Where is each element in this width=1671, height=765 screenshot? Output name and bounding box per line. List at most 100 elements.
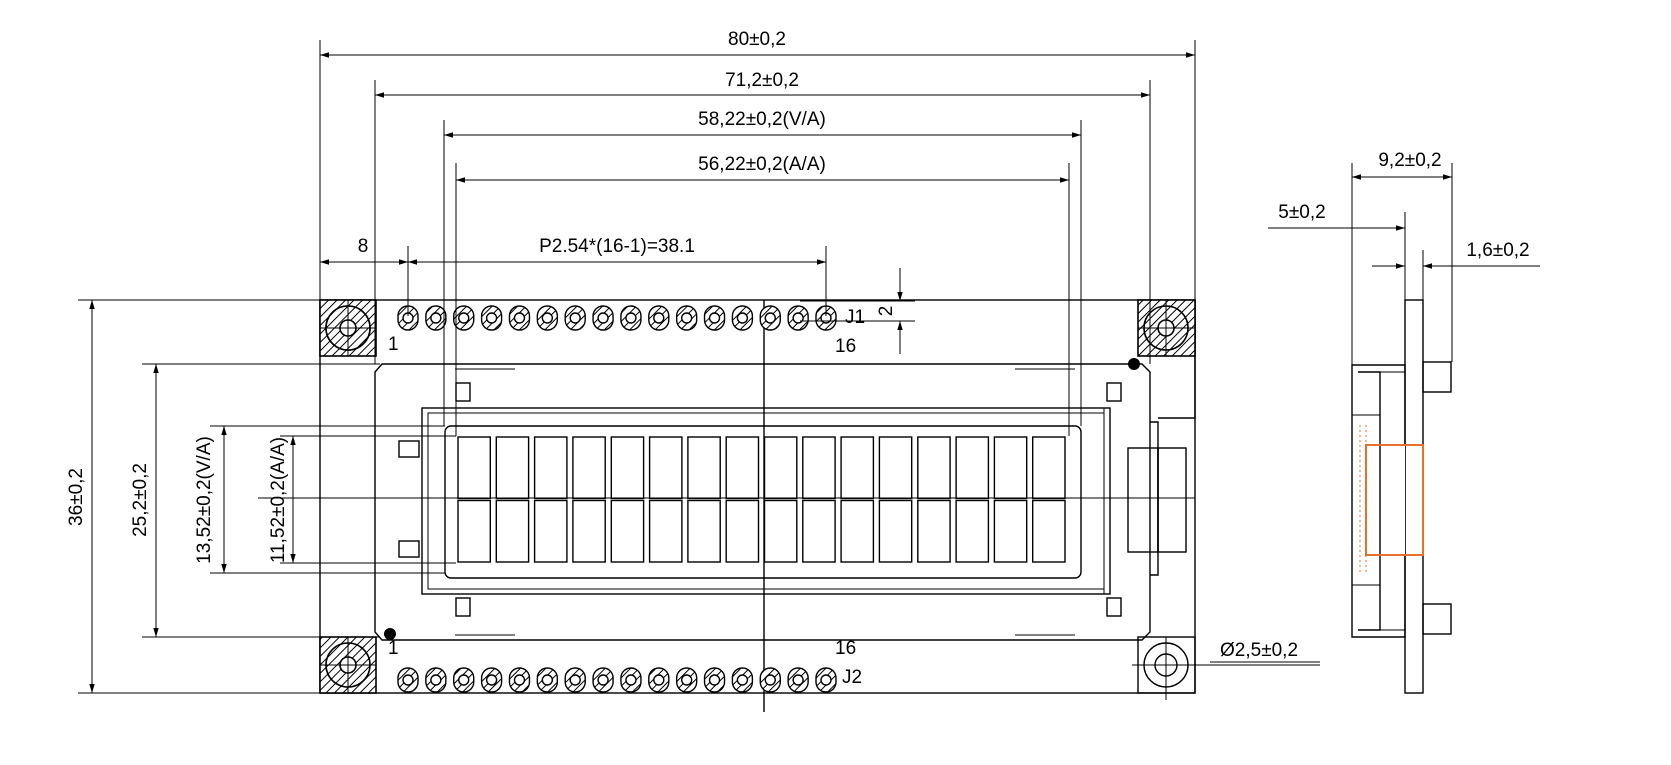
dim-pcb-thickness: 1,6±0,2	[1466, 240, 1529, 261]
dim-side-depth: 5±0,2	[1278, 202, 1325, 223]
label-connector-j2: J2	[842, 667, 862, 688]
label-top-pin-first: 1	[388, 334, 399, 355]
pin-bottom	[815, 667, 837, 693]
label-connector-j1: J1	[845, 307, 865, 328]
pin-bottom	[703, 667, 726, 693]
pin-top	[453, 305, 475, 331]
dim-pin-offset: 8	[358, 236, 369, 257]
char-cell	[572, 499, 606, 563]
pin-bottom	[453, 667, 475, 693]
pcb-outline	[319, 299, 1196, 694]
char-cell	[725, 499, 760, 563]
char-cell	[763, 499, 798, 563]
dim-bezel-height: 25,2±0,2	[130, 463, 151, 537]
char-cell	[878, 499, 913, 563]
char-cell	[955, 499, 990, 563]
pin-bottom	[397, 667, 419, 693]
char-cell	[495, 436, 530, 500]
mount-hole-top-right	[1137, 299, 1196, 357]
viewing-frame	[421, 407, 1111, 595]
pin-top	[425, 305, 447, 331]
pin-bottom	[620, 667, 642, 693]
char-cell	[802, 499, 836, 563]
dim-pcb-hole-span: 71,2±0,2	[725, 70, 799, 91]
label-bottom-pin-first: 1	[388, 638, 399, 659]
dim-overall-width: 80±0,2	[728, 29, 786, 50]
pin-top	[731, 305, 754, 331]
label-bottom-pin-last: 16	[835, 638, 856, 659]
char-cell	[878, 436, 913, 500]
pin-bottom	[564, 667, 586, 693]
dim-overall-height: 36±0,2	[66, 468, 87, 526]
char-cell	[917, 499, 951, 563]
pin-row-bottom	[397, 667, 837, 693]
char-cell	[1031, 436, 1066, 500]
pin-row-top	[397, 305, 837, 331]
pin1-marker-bottom-icon	[384, 628, 396, 640]
char-cell	[648, 436, 683, 500]
char-cell	[763, 436, 798, 500]
char-cell	[533, 499, 568, 563]
char-cell	[955, 436, 990, 500]
pin-bottom	[648, 667, 670, 693]
char-cell	[572, 436, 606, 500]
char-cell	[648, 499, 683, 563]
pin-bottom	[592, 667, 614, 693]
pin-top	[648, 305, 670, 331]
dim-viewing-area-height: 13,52±0,2(V/A)	[194, 436, 215, 564]
char-cell	[610, 436, 645, 500]
pin-top	[480, 305, 503, 331]
dim-pin-pitch: P2.54*(16-1)=38.1	[539, 236, 695, 257]
char-cell	[610, 499, 645, 563]
side-pcb	[1404, 299, 1424, 694]
pin-top	[620, 305, 642, 331]
dim-active-area-height: 11,52±0,2(A/A)	[268, 437, 289, 563]
mount-hole-bottom-left	[319, 636, 377, 694]
pin-bottom	[759, 667, 781, 693]
char-cell	[993, 436, 1028, 500]
bezel-outline	[374, 363, 1151, 641]
pin-bottom	[508, 667, 531, 693]
char-cell	[725, 436, 760, 500]
pin-bottom	[731, 667, 754, 693]
char-cell	[802, 436, 836, 500]
dim-mount-hole: Ø2,5±0,2	[1220, 640, 1298, 661]
char-cell	[917, 436, 951, 500]
dim-side-total: 9,2±0,2	[1378, 150, 1441, 171]
char-cell	[840, 499, 875, 563]
pin-top	[675, 305, 698, 331]
pin-top	[564, 305, 586, 331]
pin-bottom	[536, 667, 559, 693]
pin-bottom	[675, 667, 698, 693]
pin-top	[703, 305, 726, 331]
front-dimensions: 80±0,2 71,2±0,2 58,22±0,2(V/A) 56,22±0,2…	[66, 29, 1320, 694]
dim-active-area-width: 56,22±0,2(A/A)	[698, 154, 826, 175]
pin-top	[787, 305, 809, 331]
char-cell	[687, 499, 721, 563]
char-cell	[687, 436, 721, 500]
dim-pin-row-height: 2	[876, 306, 897, 317]
side-view: 9,2±0,2 5±0,2 1,6±0,2	[1268, 150, 1540, 694]
dim-viewing-area-width: 58,22±0,2(V/A)	[698, 109, 826, 130]
pin1-marker-top-icon	[1128, 358, 1140, 370]
pin-top	[536, 305, 559, 331]
char-cell	[993, 499, 1028, 563]
pin-top	[759, 305, 781, 331]
pin-top	[508, 305, 531, 331]
viewing-area	[444, 425, 1082, 579]
front-view	[258, 299, 1320, 712]
char-cell	[495, 499, 530, 563]
label-top-pin-last: 16	[835, 336, 856, 357]
char-cell	[457, 436, 491, 500]
char-cell	[840, 436, 875, 500]
mount-hole-top-left	[319, 299, 377, 357]
pin-bottom	[787, 667, 809, 693]
pin-top	[592, 305, 614, 331]
pin-bottom	[425, 667, 447, 693]
char-cell	[533, 436, 568, 500]
mount-hole-bottom-right	[1132, 636, 1320, 700]
pin-bottom	[480, 667, 503, 693]
char-cell	[457, 499, 491, 563]
character-cells	[457, 436, 1066, 563]
